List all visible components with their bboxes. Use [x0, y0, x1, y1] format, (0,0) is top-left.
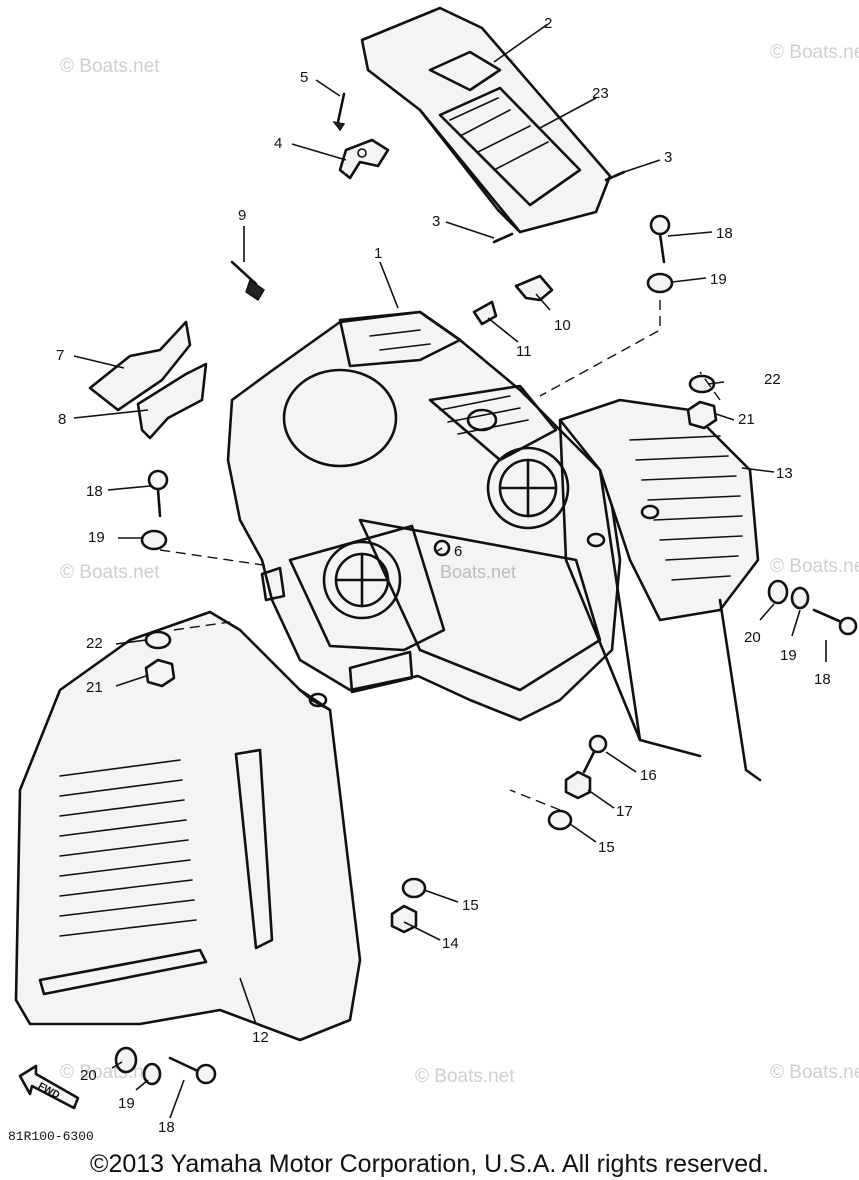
callout-label: 13	[776, 465, 793, 482]
callout-label: 20	[744, 629, 761, 646]
callout-label: 6	[454, 543, 462, 560]
callout-label: 20	[80, 1067, 97, 1084]
callout-label: 7	[56, 347, 64, 364]
callout-label: 18	[158, 1119, 175, 1136]
rivet-part	[230, 260, 265, 301]
watermark: © Boats.net	[770, 42, 859, 63]
callout-label: 12	[252, 1029, 269, 1046]
pad-part	[472, 274, 554, 326]
callouts: 1 2 3 3 4 5 6 7 8 9 10 11 12 13 14 15 15…	[56, 15, 831, 1136]
callout-label: 17	[616, 803, 633, 820]
callout-label: 11	[516, 343, 532, 360]
callout-label: 2	[544, 15, 552, 32]
callout-label: 10	[554, 317, 571, 334]
bracket-part	[88, 320, 208, 440]
callout-label: 19	[88, 529, 105, 546]
callout-label: 18	[814, 671, 831, 688]
callout-label: 22	[764, 371, 781, 388]
callout-label: 19	[118, 1095, 135, 1112]
right-vent-panel-part	[558, 398, 762, 782]
watermark: © Boats.net	[60, 562, 160, 583]
callout-label: 3	[432, 213, 440, 230]
callout-label: 4	[274, 135, 282, 152]
pin-part	[492, 170, 626, 244]
top-cover-part	[360, 6, 612, 234]
watermark: © Boats.net	[415, 1066, 515, 1087]
assembly-lines	[159, 300, 721, 811]
callout-label: 18	[86, 483, 103, 500]
left-vent-panel-part	[14, 610, 362, 1042]
callout-label: 22	[86, 635, 103, 652]
callout-label: 16	[640, 767, 657, 784]
callout-label: 19	[710, 271, 727, 288]
callout-label: 21	[738, 411, 755, 428]
hardware-parts	[114, 214, 858, 1086]
watermark: © Boats.net	[770, 1062, 859, 1083]
callout-label: 23	[592, 85, 609, 102]
callout-label: 15	[462, 897, 479, 914]
callout-label: 1	[374, 245, 382, 262]
callout-label: 14	[442, 935, 459, 952]
callout-label: 21	[86, 679, 103, 696]
screw-part	[332, 92, 346, 132]
callout-label: 15	[598, 839, 615, 856]
center-watermark: Boats.net	[440, 562, 516, 582]
callout-label: 9	[238, 207, 246, 224]
main-housing-part	[226, 310, 622, 722]
fwd-label: FWD	[36, 1081, 61, 1101]
leader-lines	[73, 23, 827, 1119]
watermark: © Boats.net	[770, 556, 859, 577]
callout-label: 5	[300, 69, 308, 86]
drawing-code: 81R100-6300	[8, 1129, 94, 1144]
callout-label: 18	[716, 225, 733, 242]
copyright-notice: ©2013 Yamaha Motor Corporation, U.S.A. A…	[90, 1150, 769, 1178]
callout-label: 3	[664, 149, 672, 166]
watermark: © Boats.net	[60, 56, 160, 77]
callout-label: 8	[58, 411, 66, 428]
clip-part	[338, 138, 390, 180]
callout-label: 19	[780, 647, 797, 664]
